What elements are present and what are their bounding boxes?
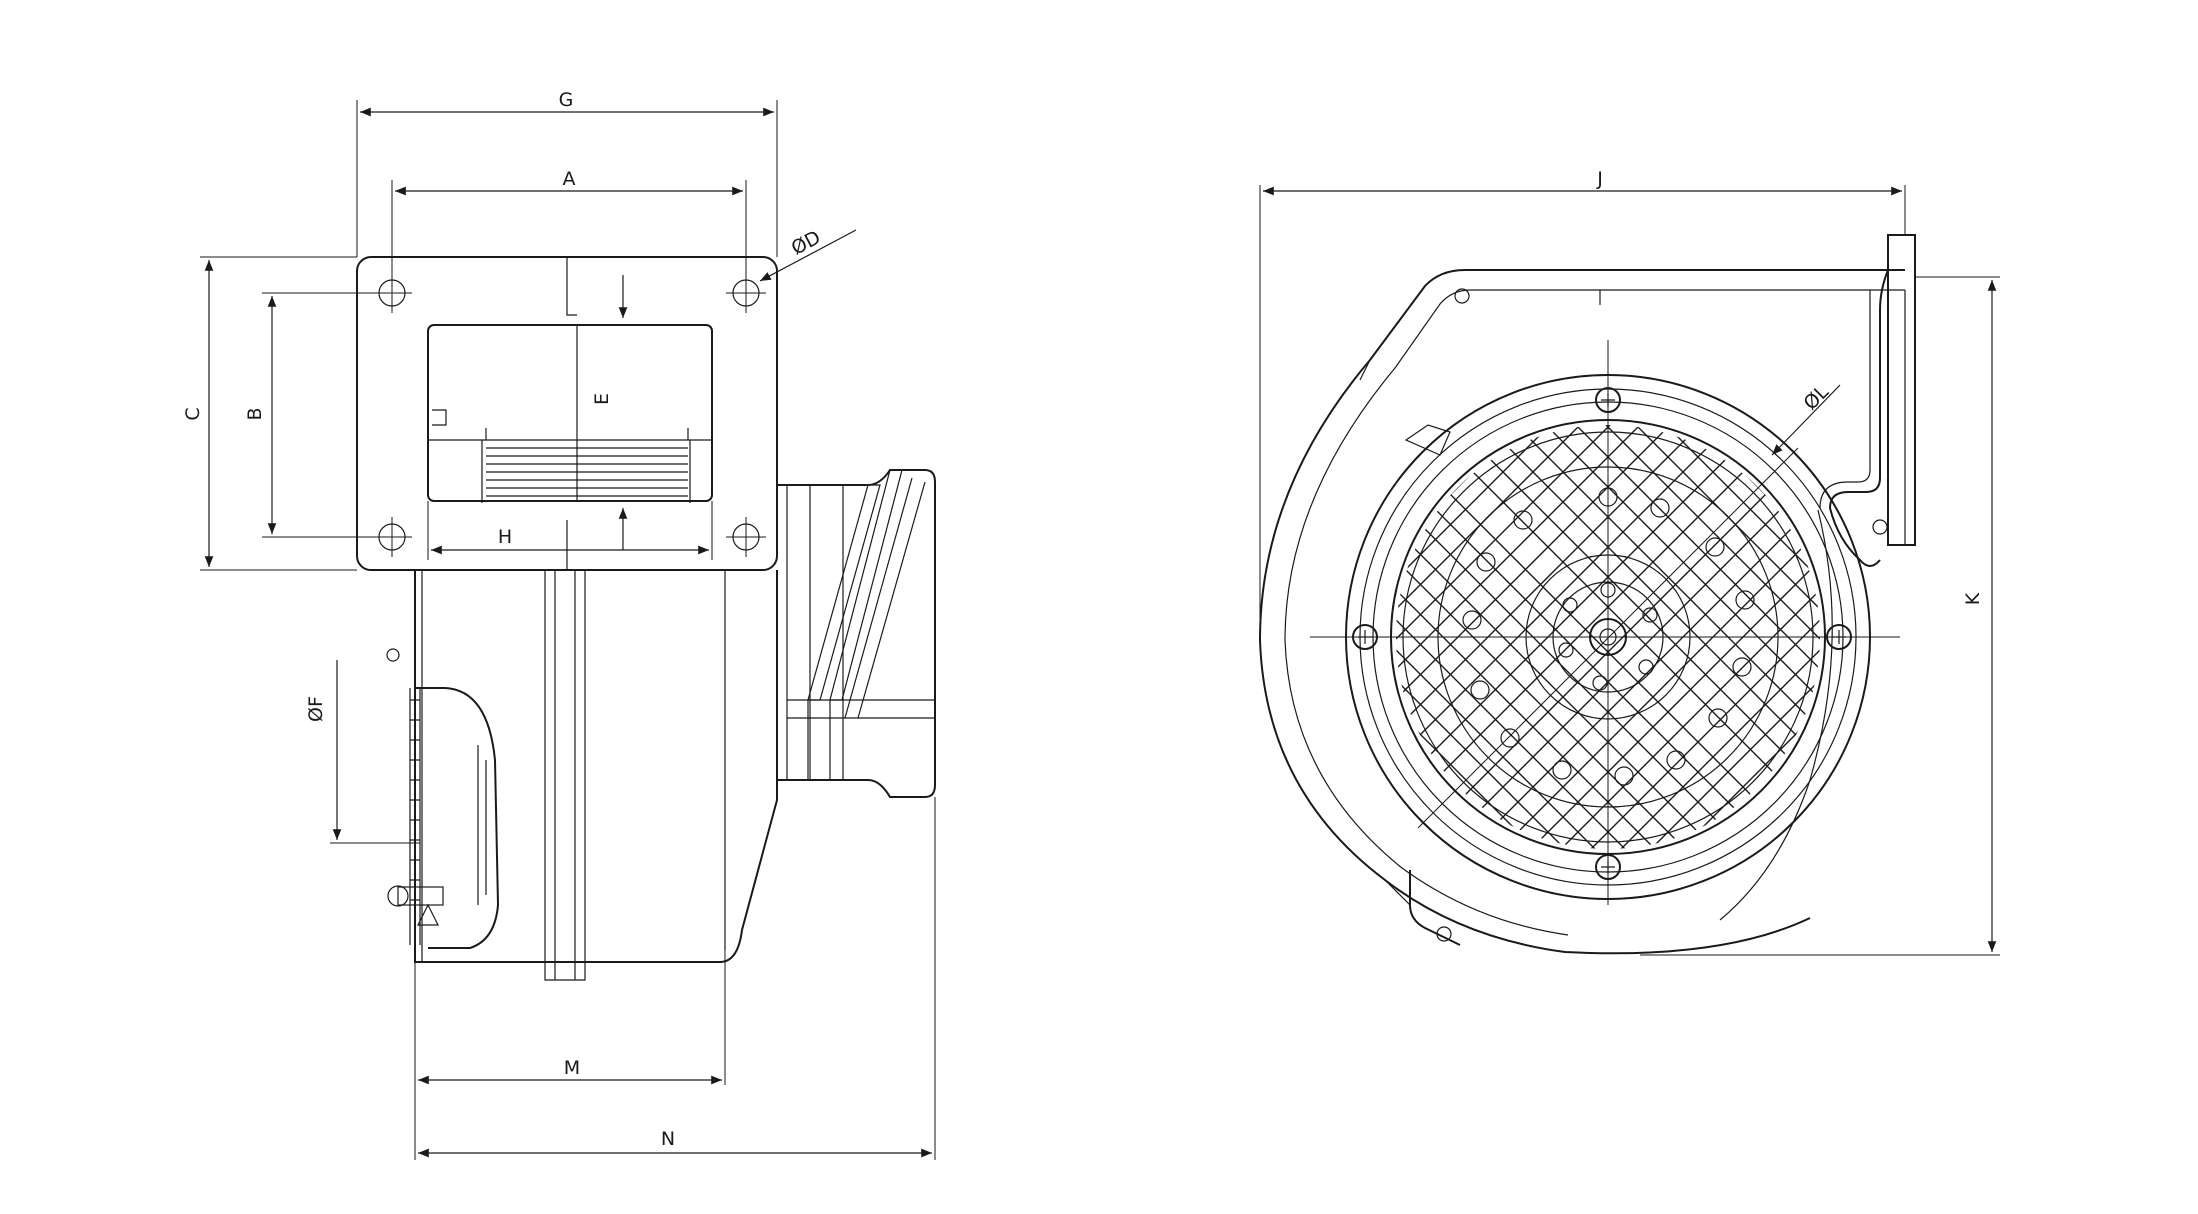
label-a: A [563,168,576,190]
side-view: G A ØD C B E H [182,89,936,1160]
dimension-g: G [356,89,778,257]
label-h: H [498,526,512,548]
label-n: N [661,1128,675,1150]
dimension-m: M [414,950,726,1085]
dimension-h: H [427,501,713,560]
dimension-b: B [244,292,392,538]
label-l: ØL [1799,381,1833,415]
motor-unit [777,469,936,798]
label-c: C [182,407,204,420]
dimension-k: K [1640,276,2000,956]
label-f: ØF [305,696,327,722]
dimension-c: C [182,256,357,571]
dimension-a: A [391,168,747,280]
dimension-f: ØF [305,660,420,844]
outlet-opening [427,324,713,503]
label-b: B [244,407,266,420]
blower-housing-body [386,570,778,981]
dimension-n: N [414,797,936,1160]
label-k: K [1962,592,1984,605]
dimension-l: ØL [1771,381,1841,456]
front-view: J ØL K [1258,168,2000,956]
dimension-d: ØD [759,226,857,282]
scroll-housing [1258,234,1916,955]
label-m: M [564,1057,580,1079]
front-centerlines [1310,340,1900,905]
dimension-e: E [591,275,628,550]
label-d: ØD [788,226,824,259]
label-g: G [559,89,574,111]
grid-screws [1352,387,1852,880]
label-j: J [1596,168,1603,190]
dimension-j: J [1259,168,1906,640]
label-e: E [591,393,613,405]
